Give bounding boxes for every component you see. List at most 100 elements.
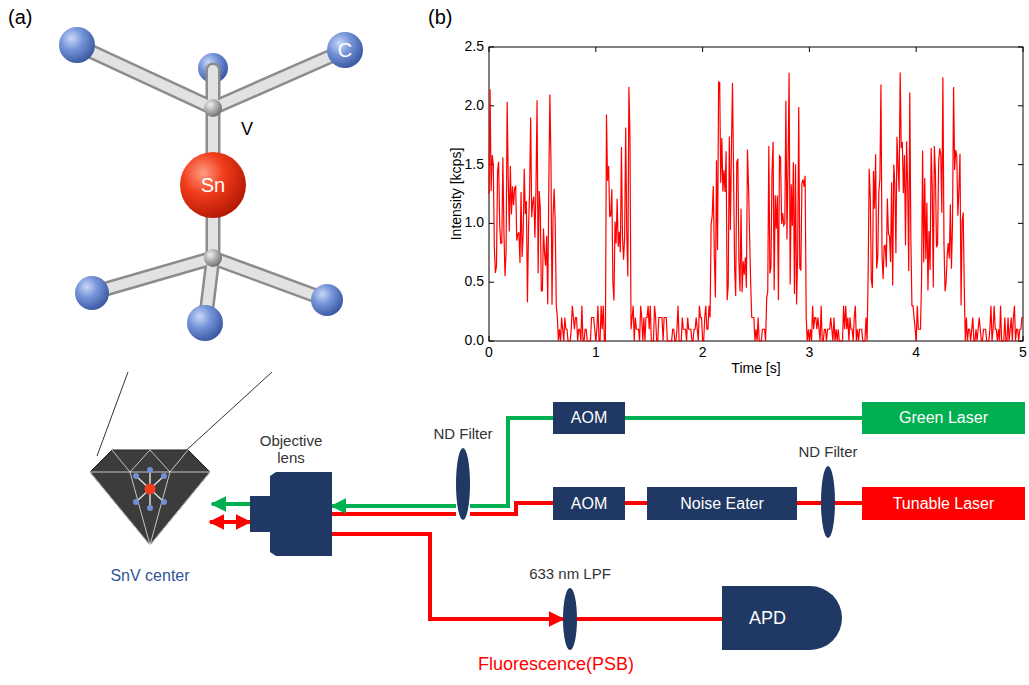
drawing-part [722, 586, 842, 650]
tick-label: 4 [912, 345, 920, 360]
laser-box: Green Laser [862, 402, 1025, 434]
atom-label: C [338, 39, 352, 61]
objective-lens: Objective lens [250, 472, 332, 556]
drawing-part [77, 45, 345, 323]
long-pass-filter: 633 nm LPF [563, 588, 577, 650]
tick-label: 0.0 [465, 333, 484, 348]
drawing-part [133, 499, 139, 505]
tick-label: 1 [592, 345, 600, 360]
panel-letter: (a) [8, 6, 32, 28]
zoom-line [180, 372, 272, 456]
tick-label: 3 [805, 345, 813, 360]
drawing-part [916, 47, 917, 52]
axis-title: Intensity [kcps] [449, 148, 464, 241]
drawing-part [553, 487, 625, 520]
zoom-line [97, 372, 128, 456]
drawing-part [213, 50, 345, 108]
node-label: APD [749, 608, 786, 629]
drawing-part [213, 258, 327, 300]
drawing-part [1018, 164, 1023, 165]
drawing-part [1018, 47, 1023, 48]
node-label: Noise Eater [680, 494, 764, 512]
drawing-part [150, 472, 170, 545]
drawing-part [147, 505, 153, 511]
apd-detector: APD [722, 586, 842, 650]
nd-filter: ND Filter [821, 466, 835, 538]
beam-connector [470, 503, 553, 514]
beam-connector [332, 534, 563, 619]
drawing-part [213, 50, 345, 108]
beam-connector [625, 416, 862, 420]
node-label: Objective lens [249, 432, 333, 467]
beam-connector [210, 520, 250, 524]
node-label: Green Laser [899, 409, 988, 427]
nd-filter-shape [456, 448, 470, 520]
snv-crystal-shape [90, 450, 210, 545]
tick-label: 0 [485, 345, 493, 360]
panel-letter: (b) [428, 6, 452, 28]
noise-eater-box: Noise Eater [647, 487, 797, 520]
drawing-part [489, 341, 494, 342]
drawing-part [161, 499, 167, 505]
tin-atom [180, 152, 246, 218]
drawing-part [130, 472, 150, 545]
drawing-part [170, 450, 188, 472]
green-beam [212, 502, 250, 506]
node-label: AOM [571, 494, 607, 512]
atom-label: Sn [201, 174, 225, 196]
tick-label: 2.5 [465, 39, 484, 54]
tick-label: 2.0 [465, 98, 484, 113]
drawing-part [702, 47, 703, 52]
red-beam [332, 512, 456, 516]
vacancy-site [204, 99, 222, 117]
drawing-part [862, 402, 1025, 434]
drawing-part [90, 472, 150, 545]
drawing-part [1023, 47, 1024, 52]
drawing-part [150, 450, 170, 472]
node-label: 633 nm LPF [529, 565, 611, 582]
drawing-part [92, 258, 213, 293]
beam-connector [332, 504, 456, 508]
drawing-part [150, 472, 210, 545]
beam-label: Fluorescence(PSB) [478, 655, 634, 675]
carbon-atom [187, 305, 223, 341]
tick-label: 2 [699, 345, 707, 360]
drawing-part [1018, 223, 1023, 224]
nd-filter: ND Filter [456, 448, 470, 520]
carbon-atom [311, 284, 343, 316]
carbon-atom [327, 32, 363, 68]
drawing-part [130, 450, 150, 472]
bonds [77, 45, 345, 323]
drawing-part [112, 450, 130, 472]
carbon-atom [59, 27, 95, 63]
beam-connector [797, 501, 821, 505]
drawing-part [90, 450, 210, 545]
axis-title: Time [s] [731, 361, 780, 376]
drawing-part [90, 450, 210, 545]
drawing-part [595, 47, 596, 52]
drawing-part [489, 336, 490, 341]
drawing-part [563, 588, 577, 650]
drawing-part [92, 258, 213, 293]
snv-crystal: SnV center [90, 450, 210, 545]
drawing-part [456, 448, 470, 520]
time-trace-chart [489, 47, 1023, 341]
drawing-part [161, 473, 167, 479]
drawing-part [862, 487, 1025, 520]
tick-label: 5 [1019, 345, 1027, 360]
drawing-part [133, 467, 167, 511]
drawing-part [77, 45, 213, 108]
drawing-part [489, 223, 494, 224]
drawing-part [489, 47, 494, 48]
drawing-part [1018, 282, 1023, 283]
nd-filter-shape [821, 466, 835, 538]
node-label: ND Filter [433, 425, 492, 442]
tick-label: 1.0 [465, 216, 484, 231]
laser-box: Tunable Laser [862, 487, 1025, 520]
drawing-part [647, 487, 797, 520]
drawing-part [1023, 336, 1024, 341]
aom-box: AOM [553, 402, 625, 434]
drawing-part [213, 258, 327, 300]
vacancy-site [204, 249, 222, 267]
